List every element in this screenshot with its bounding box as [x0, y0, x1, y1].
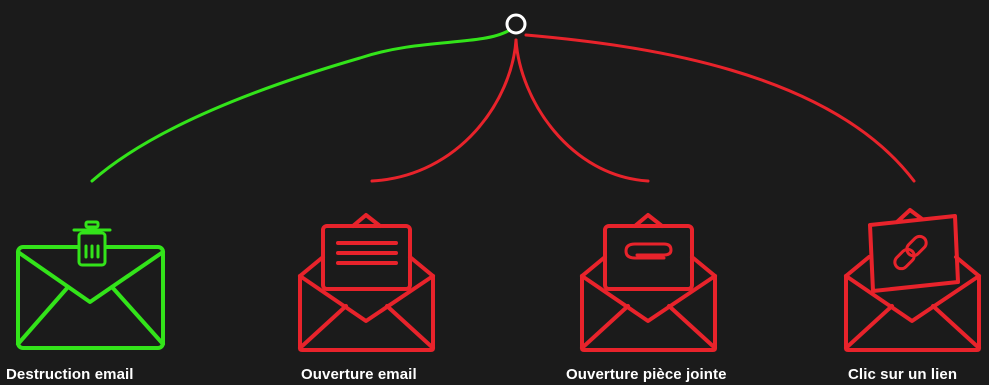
branch-line-ouverture-email: [370, 38, 518, 183]
trash-envelope-icon: [16, 220, 165, 350]
paperclip-icon: [624, 242, 673, 260]
open-envelope-document-icon: [298, 213, 435, 352]
option-label-ouverture-piece-jointe: Ouverture pièce jointe: [566, 366, 727, 383]
option-label-ouverture-email: Ouverture email: [301, 366, 417, 383]
branch-lines: [90, 29, 916, 183]
open-envelope-link-icon: [844, 208, 981, 352]
root-node: [505, 13, 527, 35]
trash-can-icon: [72, 220, 112, 267]
branch-line-clic-lien: [524, 33, 916, 183]
chain-link-icon: [893, 234, 928, 271]
option-label-clic-sur-un-lien: Clic sur un lien: [848, 366, 958, 383]
option-label-destruction-email: Destruction email: [6, 366, 134, 383]
branch-line-ouverture-piece-jointe: [514, 38, 650, 183]
open-envelope-attachment-icon: [580, 213, 717, 352]
branch-line-destruction: [90, 29, 510, 183]
